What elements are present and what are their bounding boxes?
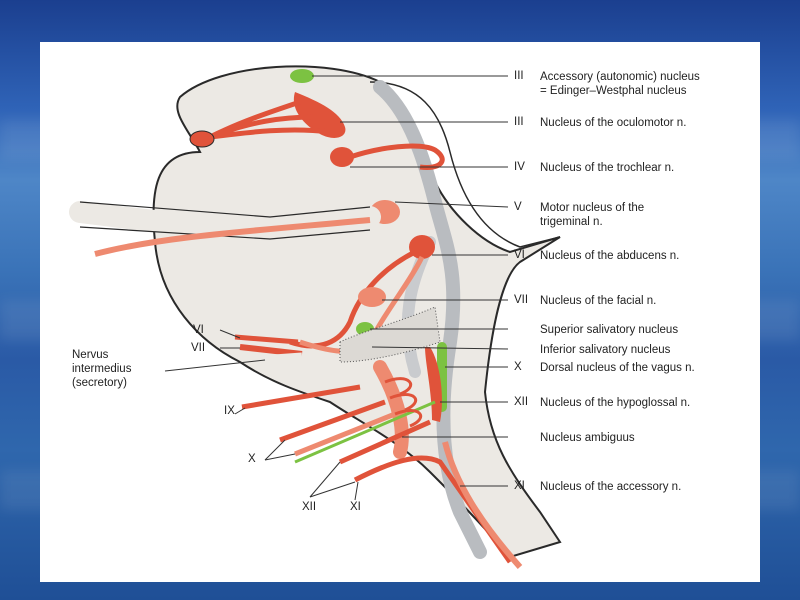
brainstem-nuclei-diagram: [69, 65, 562, 569]
oculomotor-nucleus: [293, 92, 346, 138]
label-trochlear-nucleus: Nucleus of the trochlear n.: [540, 162, 675, 174]
label-accessory-autonomic-nucleus: Accessory (autonomic) nucleus: [540, 71, 700, 83]
leader-lines-left: [164, 329, 359, 501]
label-edinger-westphal: = Edinger–Westphal nucleus: [540, 85, 687, 97]
hypoglossal-nucleus: [425, 347, 442, 422]
trigeminal-nerve-outline: [79, 201, 371, 240]
label-dorsal-vagus: Dorsal nucleus of the vagus n.: [540, 362, 695, 374]
label-left-ix: IX: [224, 405, 235, 417]
xi-nerve: [353, 455, 513, 564]
trochlear-fibers: [349, 143, 445, 171]
label-secretory: (secretory): [72, 377, 127, 389]
label-intermedius: intermedius: [72, 363, 132, 375]
roman-xi: XI: [514, 480, 525, 492]
roman-vii: VII: [514, 294, 529, 306]
trigeminal-nerve: [69, 201, 381, 239]
nervus-intermedius: [239, 344, 303, 357]
label-superior-salivatory: Superior salivatory nucleus: [540, 324, 679, 336]
label-abducens-nucleus: Nucleus of the abducens n.: [540, 250, 680, 262]
oculomotor-nerve-cut: [189, 130, 215, 148]
label-left-xii: XII: [302, 501, 317, 513]
label-nervus: Nervus: [72, 349, 109, 361]
roman-iv: IV: [514, 161, 525, 173]
trochlear-nucleus: [330, 147, 354, 167]
oculomotor-fibers: [208, 99, 331, 140]
label-nucleus-ambiguus: Nucleus ambiguus: [540, 432, 635, 444]
facial-nucleus: [358, 287, 386, 307]
x-nerve-2: [294, 411, 396, 457]
roman-xii: XII: [514, 396, 529, 408]
label-left-x: X: [248, 453, 256, 465]
roman-iii-ew: III: [514, 70, 524, 82]
ix-nerve: [241, 384, 361, 410]
vi-nerve: [234, 334, 299, 345]
roman-vi: VI: [514, 249, 525, 261]
roman-iii: III: [514, 116, 524, 128]
label-accessory-nucleus: Nucleus of the accessory n.: [540, 481, 682, 493]
accessory-nucleus: [442, 441, 523, 569]
roman-x: X: [514, 361, 522, 373]
solitary-tract-dots: [339, 306, 441, 363]
label-oculomotor-nucleus: Nucleus of the oculomotor n.: [540, 117, 687, 129]
label-left-xi: XI: [350, 501, 361, 513]
nucleus-ambiguus: [373, 360, 409, 459]
label-trigeminal-n: trigeminal n.: [540, 216, 603, 228]
roof-region: [369, 81, 561, 248]
label-left-vi: VI: [193, 324, 204, 336]
label-trigeminal-motor: Motor nucleus of the: [540, 202, 645, 214]
roman-v: V: [514, 201, 522, 213]
xii-nerve: [338, 419, 432, 465]
label-hypoglossal-nucleus: Nucleus of the hypoglossal n.: [540, 397, 691, 409]
label-facial-nucleus: Nucleus of the facial n.: [540, 295, 657, 307]
x-nerve-1: [279, 399, 386, 443]
vii-nerve-tube: [259, 352, 303, 365]
slide-panel: III Accessory (autonomic) nucleus = Edin…: [40, 42, 760, 582]
label-left-vii: VII: [191, 342, 206, 354]
ambiguus-loops: [384, 377, 423, 428]
leader-lines: [312, 75, 509, 487]
edinger-westphal-nucleus: [290, 69, 314, 83]
label-inferior-salivatory: Inferior salivatory nucleus: [540, 344, 671, 356]
trigeminal-fiber: [94, 217, 371, 257]
